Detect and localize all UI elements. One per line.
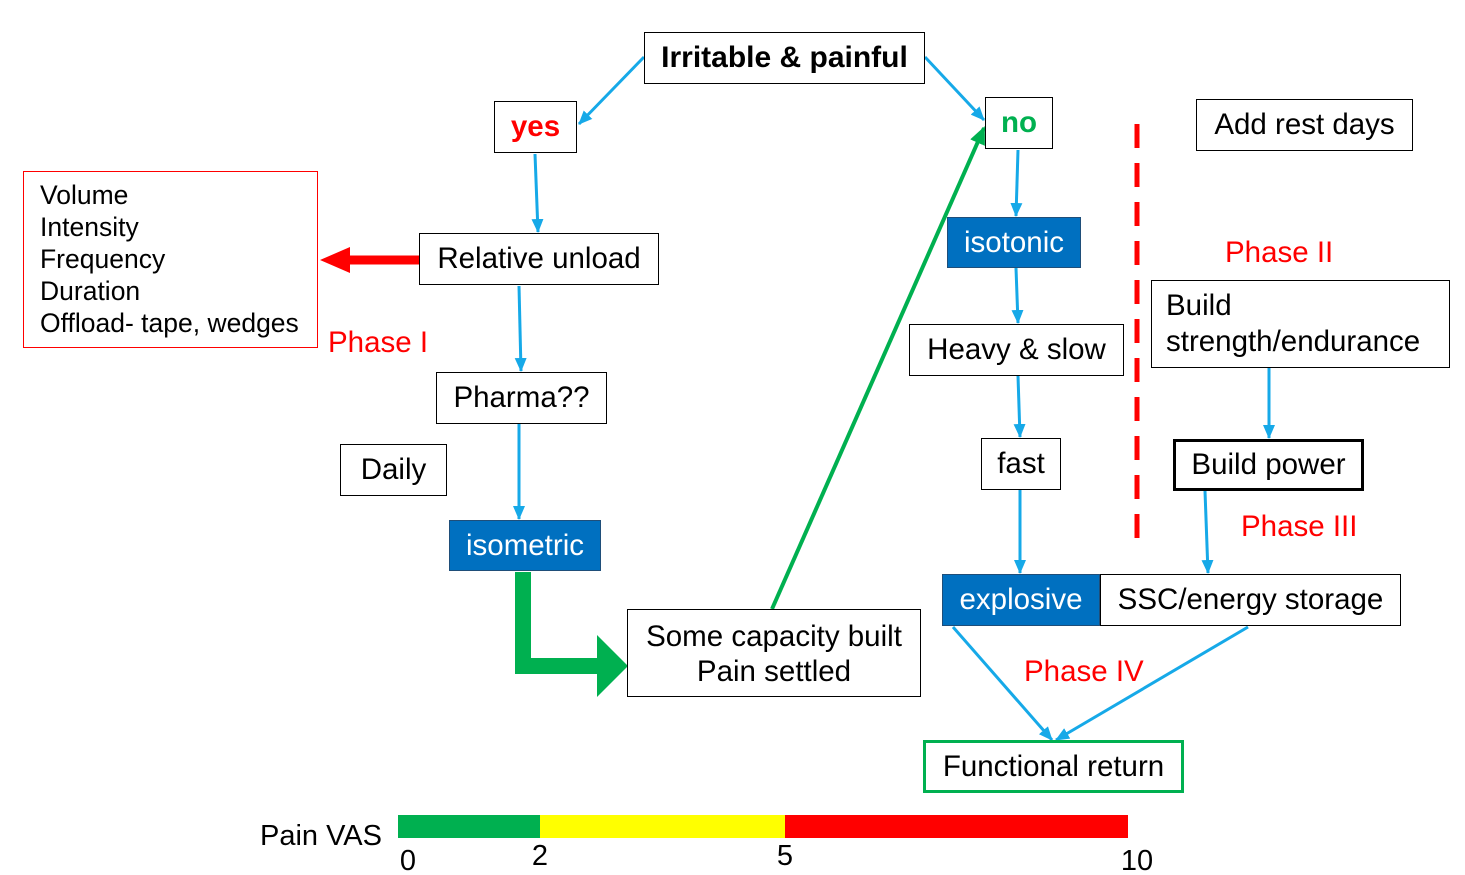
node-fast: fast [981,438,1061,490]
arrow-capacity-built-to-no [770,126,986,610]
node-explosive: explosive [942,574,1100,626]
arrow-no-to-isotonic [1010,149,1023,217]
pain-band-low [398,815,540,838]
arrow-ssc-to-functional-return [1055,625,1249,742]
load-factors-box: Volume Intensity Frequency Duration Offl… [23,171,318,348]
arrow-isotonic-to-heavy-slow [1011,267,1024,324]
pain-tick-label: 5 [776,840,794,872]
arrow-start-to-yes [577,55,646,126]
pain-tick-label: 2 [531,840,549,872]
node-daily: Daily [340,444,447,496]
pain-vas-label: Pain VAS [260,820,382,852]
node-relative-unload: Relative unload [419,233,659,285]
arrow-heavy-slow-to-fast [1013,375,1026,438]
arrow-isometric-to-capacity-built [515,572,628,697]
load-factor-item: Volume [40,180,129,210]
phase-label-2: Phase II [1225,236,1334,269]
node-no: no [985,97,1053,149]
node-irritable-painful: Irritable & painful [644,32,925,84]
node-functional-return: Functional return [923,740,1184,793]
phase-label-3: Phase III [1241,510,1358,543]
pain-tick-label: 0 [399,845,417,875]
node-isotonic: isotonic [947,217,1081,268]
arrow-relative-unload-to-load-factors [320,247,419,273]
pain-band-high [785,815,1128,838]
node-build-strength-endurance: Build strength/endurance [1151,280,1450,368]
phase-label-1: Phase I [328,326,429,359]
node-isometric: isometric [449,520,601,571]
node-line: strength/endurance [1166,325,1421,358]
phase-label-4: Phase IV [1024,655,1144,688]
arrow-explosive-to-functional-return [951,626,1054,741]
node-ssc-energy-storage: SSC/energy storage [1100,574,1401,626]
node-line: Pain settled [696,655,852,688]
node-add-rest-days: Add rest days [1196,99,1413,151]
pain-tick-label: 10 [1120,845,1154,875]
node-build-power: Build power [1173,439,1364,491]
arrow-relative-unload-to-pharma [514,285,527,372]
arrow-build-power-to-ssc [1201,490,1214,574]
load-factor-item: Frequency [40,244,166,274]
load-factor-item: Intensity [40,212,139,242]
node-pharma: Pharma?? [436,372,607,424]
node-capacity-built: Some capacity built Pain settled [627,609,921,697]
arrow-yes-to-relative-unload [531,153,544,233]
node-line: Build [1166,289,1232,322]
node-yes: yes [494,101,577,153]
pain-band-moderate [540,815,785,838]
load-factor-item: Offload- tape, wedges [40,308,299,338]
node-line: Some capacity built [646,620,902,653]
load-factor-item: Duration [40,276,141,306]
arrow-start-to-no [923,55,986,122]
node-heavy-slow: Heavy & slow [909,324,1124,376]
